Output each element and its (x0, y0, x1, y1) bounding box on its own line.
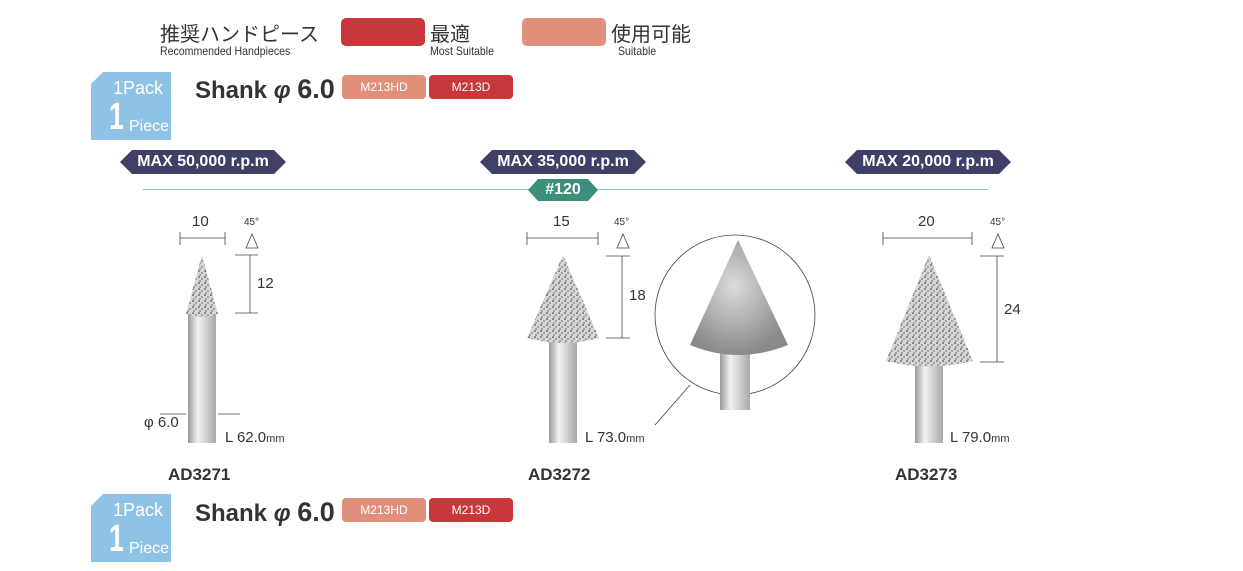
handpiece-badge: M213HD (342, 75, 426, 99)
most-suitable-swatch (341, 18, 425, 46)
max-speed-tag: MAX 50,000 r.p.m (120, 150, 286, 174)
angle-label: 45° (244, 217, 260, 228)
length-unit: mm (266, 433, 285, 445)
handpiece-badge: M213D (429, 498, 513, 522)
handpiece-badge: M213D (429, 75, 513, 99)
shank-size: Shank φ 6.0 (195, 74, 335, 105)
tool-drawing-ad3272 (526, 232, 691, 443)
diameter-label: 10 (192, 213, 209, 230)
phi-symbol: φ (273, 500, 291, 527)
pack-badge: 1Pack 1 Piece (91, 494, 171, 562)
length-unit: mm (991, 433, 1010, 445)
length-label: L 62.0mm (225, 429, 284, 446)
suitable-en: Suitable (618, 44, 657, 58)
product-code: AD3271 (168, 465, 231, 484)
phi-symbol: φ (273, 77, 291, 104)
angle-label: 45° (990, 217, 1006, 228)
most-suitable-jp: 最適 (430, 22, 470, 46)
suitable-swatch (522, 18, 606, 46)
length-value: L 62.0 (225, 429, 267, 446)
pack-label: 1Pack (113, 500, 164, 520)
grit-badge: #120 (528, 179, 598, 201)
shank-label: Shank (195, 500, 268, 527)
pack-count: 1 (109, 518, 124, 560)
max-speed-tag: MAX 20,000 r.p.m (845, 150, 1011, 174)
length-label: L 79.0mm (950, 429, 1009, 446)
shank-value: 6.0 (297, 497, 335, 527)
handpiece-badge: M213HD (342, 498, 426, 522)
most-suitable-en: Most Suitable (430, 44, 494, 58)
length-value: L 73.0 (585, 429, 627, 446)
pack-count: 1 (109, 96, 124, 138)
shank-value: 6.0 (297, 74, 335, 104)
tool-drawing-ad3273 (882, 232, 1005, 443)
length-unit: mm (626, 433, 645, 445)
diameter-label: 15 (553, 213, 570, 230)
pack-label: 1Pack (113, 78, 164, 98)
length-value: L 79.0 (950, 429, 992, 446)
legend-title-jp: 推奨ハンドピース (160, 22, 319, 46)
product-code: AD3273 (895, 465, 958, 484)
shank-label: Shank (195, 77, 268, 104)
length-label: L 73.0mm (585, 429, 644, 446)
shank-size: Shank φ 6.0 (195, 497, 335, 528)
max-speed-tag: MAX 35,000 r.p.m (480, 150, 646, 174)
pack-unit: Piece (129, 118, 170, 135)
pack-badge: 1Pack 1 Piece (91, 72, 171, 140)
pack-unit: Piece (129, 540, 170, 557)
angle-label: 45° (614, 217, 630, 228)
shank-diameter-label: φ 6.0 (144, 414, 179, 431)
suitable-jp: 使用可能 (611, 22, 691, 46)
height-label: 18 (629, 287, 646, 304)
diameter-label: 20 (918, 213, 935, 230)
magnified-view (654, 234, 816, 410)
legend-title-en: Recommended Handpieces (160, 44, 291, 58)
height-label: 12 (257, 275, 274, 292)
height-label: 24 (1004, 301, 1021, 318)
tool-drawing-ad3271 (160, 232, 259, 443)
product-code: AD3272 (528, 465, 591, 484)
